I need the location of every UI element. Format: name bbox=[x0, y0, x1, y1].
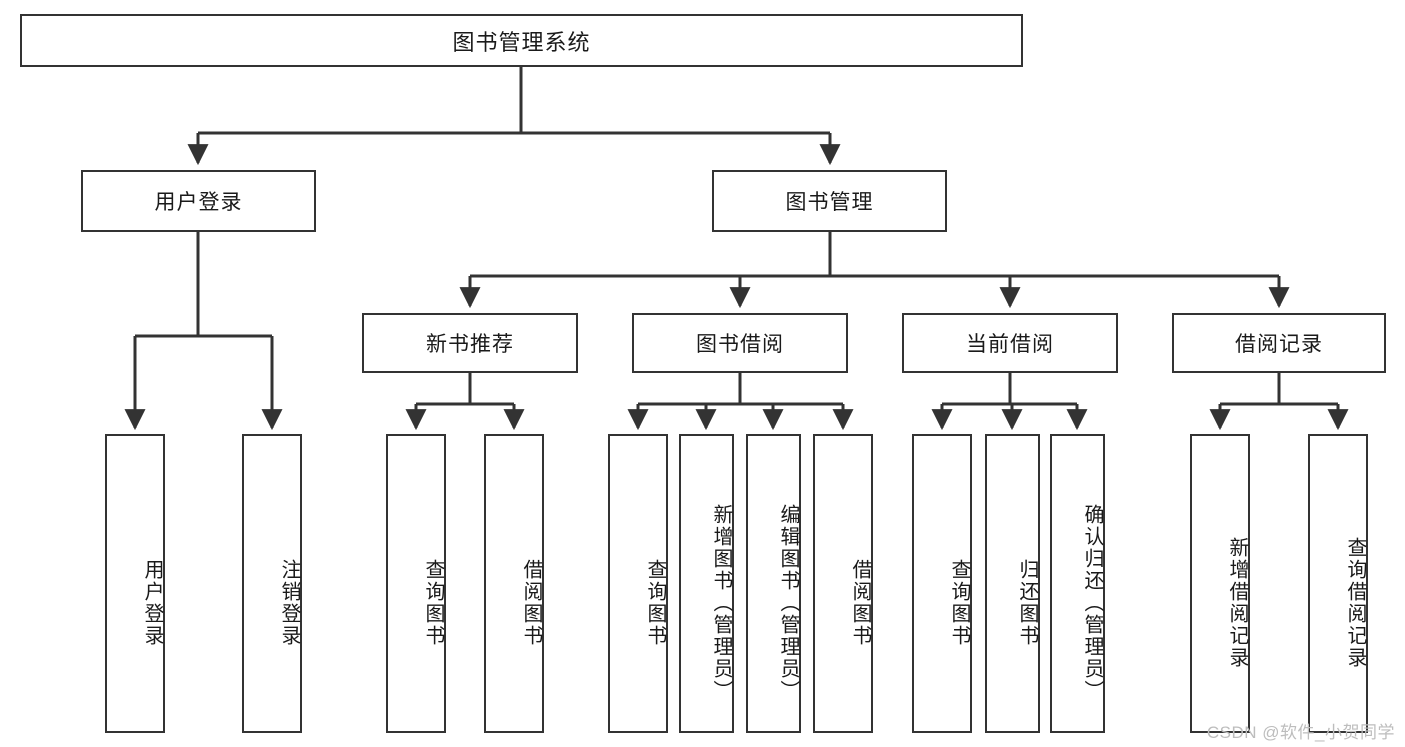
node-label: 借阅图书 bbox=[520, 558, 542, 647]
leaf-user-login[interactable]: 用户登录 bbox=[105, 434, 165, 733]
watermark: CSDN @软件_小贺同学 bbox=[1206, 723, 1395, 742]
node-label: 查询图书 bbox=[644, 558, 666, 647]
node-borrow-record[interactable]: 借阅记录 bbox=[1172, 313, 1386, 373]
node-label: 新增借阅记录 bbox=[1226, 536, 1248, 669]
node-label: 新书推荐 bbox=[426, 333, 514, 356]
node-root[interactable]: 图书管理系统 bbox=[20, 14, 1023, 67]
node-label: 用户登录 bbox=[154, 191, 243, 214]
node-label: 图书管理系统 bbox=[452, 29, 591, 55]
leaf-add-book-admin[interactable]: 新增图书（管理员） bbox=[679, 434, 734, 733]
node-label: 图书借阅 bbox=[696, 333, 784, 356]
leaf-confirm-return-admin[interactable]: 确认归还（管理员） bbox=[1050, 434, 1105, 733]
node-label: 查询图书 bbox=[422, 558, 444, 647]
leaf-logout[interactable]: 注销登录 bbox=[242, 434, 302, 733]
leaf-return-book[interactable]: 归还图书 bbox=[985, 434, 1040, 733]
leaf-borrow-book-recommend[interactable]: 借阅图书 bbox=[484, 434, 544, 733]
node-book-management[interactable]: 图书管理 bbox=[712, 170, 947, 232]
leaf-borrow-book[interactable]: 借阅图书 bbox=[813, 434, 873, 733]
leaf-edit-book-admin[interactable]: 编辑图书（管理员） bbox=[746, 434, 801, 733]
node-label: 借阅记录 bbox=[1235, 333, 1323, 356]
leaf-query-book-current[interactable]: 查询图书 bbox=[912, 434, 972, 733]
node-label: 查询借阅记录 bbox=[1344, 536, 1366, 669]
node-label: 新增图书（管理员） bbox=[710, 503, 732, 702]
node-user-login[interactable]: 用户登录 bbox=[81, 170, 316, 232]
leaf-query-book-borrow[interactable]: 查询图书 bbox=[608, 434, 668, 733]
node-label: 归还图书 bbox=[1016, 558, 1038, 647]
node-label: 图书管理 bbox=[785, 191, 874, 214]
node-label: 当前借阅 bbox=[966, 333, 1054, 356]
node-label: 查询图书 bbox=[948, 558, 970, 647]
node-book-borrow[interactable]: 图书借阅 bbox=[632, 313, 848, 373]
node-label: 用户登录 bbox=[141, 558, 163, 647]
node-label: 编辑图书（管理员） bbox=[777, 503, 799, 702]
node-label: 注销登录 bbox=[278, 558, 300, 647]
leaf-add-borrow-record[interactable]: 新增借阅记录 bbox=[1190, 434, 1250, 733]
node-label: 确认归还（管理员） bbox=[1081, 503, 1103, 702]
node-label: 借阅图书 bbox=[849, 558, 871, 647]
node-current-borrow[interactable]: 当前借阅 bbox=[902, 313, 1118, 373]
node-new-book-recommend[interactable]: 新书推荐 bbox=[362, 313, 578, 373]
leaf-query-book-recommend[interactable]: 查询图书 bbox=[386, 434, 446, 733]
leaf-query-borrow-record[interactable]: 查询借阅记录 bbox=[1308, 434, 1368, 733]
